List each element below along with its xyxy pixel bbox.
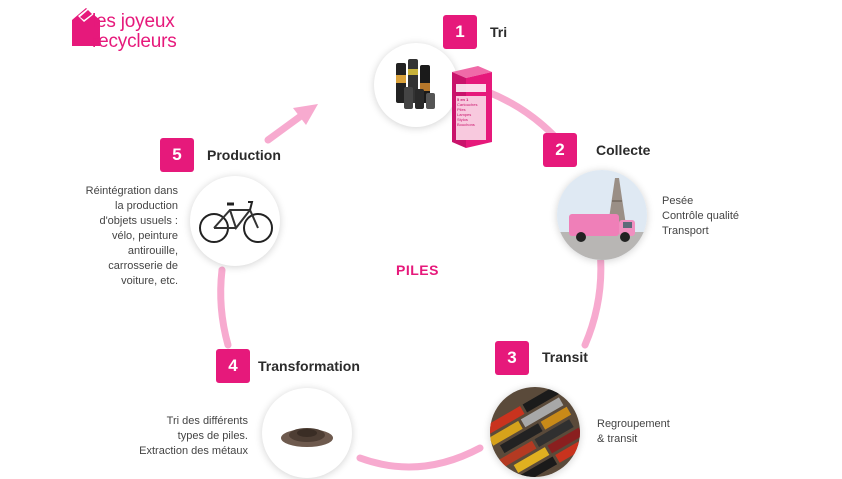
step-2-badge: 2 xyxy=(543,133,577,167)
step-4-desc-line-2: types de piles. xyxy=(177,430,248,442)
step-5-photo xyxy=(190,176,280,266)
metal-powder-icon xyxy=(281,428,333,447)
box-text-2: Cartouches xyxy=(457,102,478,107)
step-5-desc-line-6: carrosserie de xyxy=(108,260,178,272)
cycle-arc-2-3 xyxy=(581,246,605,349)
van-eiffel-icon xyxy=(557,170,647,260)
box-text-5: Stylos xyxy=(457,117,468,122)
cycle-arc-5-arrow xyxy=(264,109,309,144)
step-4-title: Transformation xyxy=(258,358,360,374)
step-5-title: Production xyxy=(207,147,281,163)
step-3-description: Regroupement & transit xyxy=(597,417,670,447)
step-5-desc-line-5: antirouille, xyxy=(127,245,178,257)
step-1-title: Tri xyxy=(490,24,508,40)
step-1-badge: 1 xyxy=(443,15,477,49)
step-2-desc-line-1: Pesée xyxy=(662,195,694,207)
box-text-3: Piles xyxy=(457,107,466,112)
logo-line-1: les joyeux xyxy=(92,11,175,32)
step-5-description: Réintégration dans la production d'objet… xyxy=(50,184,178,289)
step-4-badge: 4 xyxy=(216,349,250,383)
cycle-arc-3-4 xyxy=(356,444,484,471)
step-5-desc-line-4: vélo, peinture xyxy=(111,230,178,242)
step-2-photo xyxy=(557,170,647,260)
step-2-description: Pesée Contrôle qualité Transport xyxy=(662,194,739,239)
step-4-desc-line-1: Tri des différents xyxy=(166,415,248,427)
logo-text: les joyeux recycleurs xyxy=(92,12,177,52)
step-3-photo xyxy=(490,387,580,477)
step-2-desc-line-2: Contrôle qualité xyxy=(662,210,740,222)
collection-box-text: 5 en 1 Cartouches Piles Lampes Stylos Bo… xyxy=(457,97,487,127)
logo-house-icon xyxy=(72,8,100,46)
box-text-6: Bouchons xyxy=(457,122,475,127)
center-label: PILES xyxy=(396,262,439,278)
step-5-desc-line-3: d'objets usuels : xyxy=(99,215,178,227)
step-4-desc-line-3: Extraction des métaux xyxy=(139,445,248,457)
step-4-description: Tri des différents types de piles. Extra… xyxy=(112,414,248,459)
collection-box-icon xyxy=(452,66,492,148)
bicycle-icon xyxy=(199,201,273,243)
step-5-desc-line-7: voiture, etc. xyxy=(121,275,178,287)
step-5-desc-line-2: la production xyxy=(115,200,178,212)
step-5-badge: 5 xyxy=(160,138,194,172)
box-text-1: 5 en 1 xyxy=(457,97,469,102)
step-3-desc-line-2: & transit xyxy=(597,433,638,445)
battery-pile-icon xyxy=(490,387,580,477)
cycle-arc-4-5 xyxy=(217,266,232,349)
step-3-badge: 3 xyxy=(495,341,529,375)
step-4-photo xyxy=(262,388,352,478)
step-2-title: Collecte xyxy=(596,142,651,158)
step-1-photo xyxy=(374,43,458,127)
batteries-icon xyxy=(396,59,435,109)
box-text-4: Lampes xyxy=(457,112,472,117)
logo-line-2: recycleurs xyxy=(92,31,177,52)
step-5-desc-line-1: Réintégration dans xyxy=(85,185,178,197)
arrow-head-icon xyxy=(293,104,318,125)
step-3-desc-line-1: Regroupement xyxy=(597,418,670,430)
step-2-desc-line-3: Transport xyxy=(662,225,709,237)
step-3-title: Transit xyxy=(542,349,588,365)
